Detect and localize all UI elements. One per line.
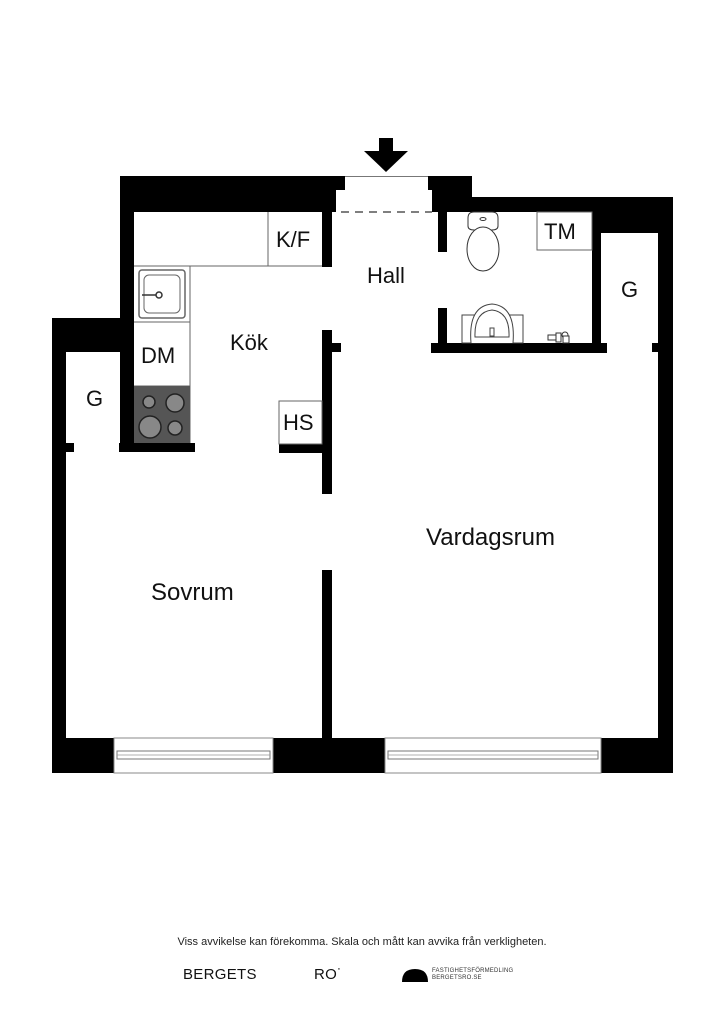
bathroom-sink-icon — [461, 303, 524, 344]
entrance-door-opening — [345, 176, 428, 212]
brokerage-logo-icon — [402, 969, 428, 982]
room-label-kitchen: Kök — [230, 330, 268, 355]
washing-machine-box — [536, 211, 593, 251]
room-label-bedroom: Sovrum — [151, 579, 234, 606]
kitchen-sink-icon — [138, 269, 186, 319]
room-label-closet-left: G — [86, 386, 104, 411]
entrance-arrow-icon — [364, 138, 408, 172]
fixture-label-dm: DM — [141, 343, 176, 368]
fixture-label-tm: TM — [544, 219, 576, 244]
room-label-living-room: Vardagsrum — [426, 524, 555, 551]
fixture-label-hs: HS — [283, 410, 314, 435]
wardrobe-hs-box — [278, 400, 323, 445]
room-label-hall: Hall — [367, 263, 405, 288]
brand-ro: RO˙ — [314, 966, 343, 983]
shower-mixer-icon — [547, 331, 570, 344]
window-living-room — [384, 737, 602, 774]
room-label-closet-right: G — [621, 277, 639, 302]
toilet-icon — [466, 211, 500, 272]
window-bedroom — [113, 737, 274, 774]
logo-text-line1: FASTIGHETSFÖRMEDLING — [432, 968, 514, 974]
logo-text-line2: BERGETSRO.SE — [432, 975, 482, 981]
fixture-label-kf: K/F — [276, 227, 311, 252]
stove-icon — [134, 386, 190, 443]
brand-bergets: BERGETS — [183, 966, 257, 983]
disclaimer-text: Viss avvikelse kan förekomma. Skala och … — [177, 936, 547, 948]
